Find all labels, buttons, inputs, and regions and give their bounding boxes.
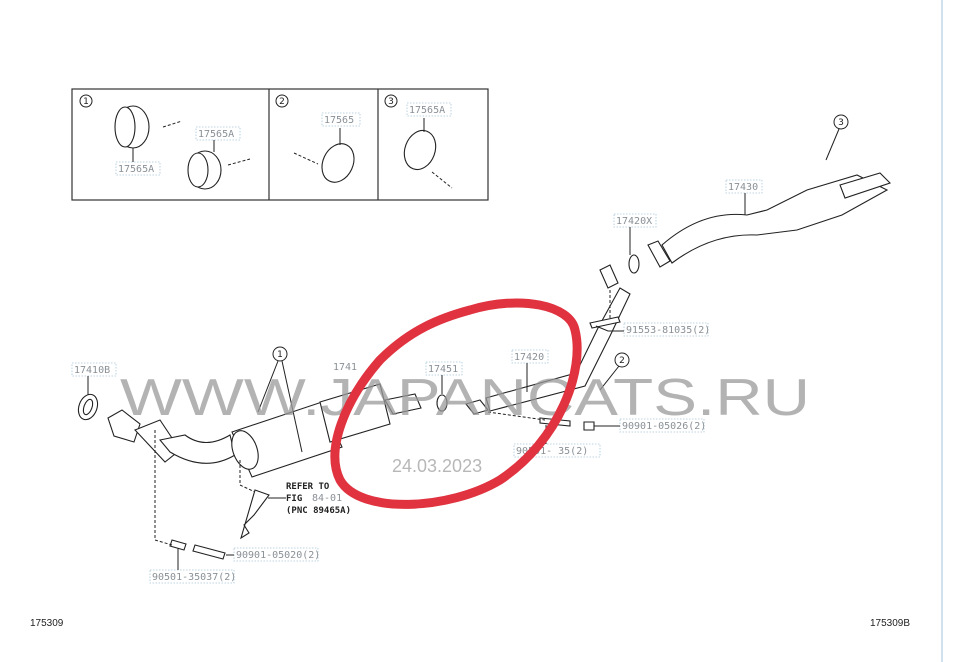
callout-number: 3 (838, 118, 844, 128)
bolt-91553 (589, 316, 621, 329)
hanger-rubber-face (187, 152, 209, 188)
hanger-rubber (321, 143, 355, 183)
part-label-90901-05026[interactable]: 90901-05026(2) (622, 421, 706, 432)
part-label[interactable]: 17565A (118, 164, 154, 175)
inset-panels: 1 17565A 17565A 2 17565 3 (71, 88, 489, 201)
refer-note-line: REFER TO (286, 482, 330, 492)
watermark: WWW.JAPANCATS.RU (120, 369, 810, 427)
center-pipe-17420 (485, 287, 631, 412)
refer-note: REFER TO FIG 84-01 (PNC 89465A) (268, 482, 351, 516)
part-labels: 17410B 1741 17451 17420 17420X 17430 915… (71, 179, 763, 584)
gasket-17451 (436, 394, 448, 412)
callout-3 (833, 114, 849, 130)
spring-90501 (169, 539, 187, 551)
panel-number: 3 (388, 97, 394, 107)
part-label-17420[interactable]: 17420 (514, 352, 544, 363)
front-flange (107, 409, 141, 443)
panel-number: 2 (279, 97, 285, 107)
bolt-90901 (192, 544, 226, 560)
callout-1 (272, 346, 288, 362)
hanger-rubber-face (114, 106, 136, 148)
callouts: 1 2 3 (257, 114, 849, 453)
inset-panel-3: 3 17565A (384, 94, 453, 189)
highlight-circle (330, 298, 582, 509)
pipe-flange (465, 399, 489, 415)
figure-code-left: 175309 (30, 618, 64, 629)
part-label[interactable]: 17565A (198, 129, 234, 140)
part-label-91553-81035[interactable]: 91553-81035(2) (626, 325, 710, 336)
part-label-17430[interactable]: 17430 (728, 182, 758, 193)
nut (583, 421, 595, 431)
tail-pipe-muffler-17430 (661, 174, 889, 264)
part-label-90501[interactable]: 90501- 35(2) (516, 446, 588, 457)
refer-note-line: (PNC 89465A) (286, 506, 351, 516)
gasket-17420x (628, 254, 640, 274)
part-label-17420x[interactable]: 17420X (616, 216, 652, 227)
oxygen-sensor (240, 489, 270, 540)
part-label-17410[interactable]: 1741 (333, 362, 357, 373)
panel-number: 1 (83, 97, 89, 107)
inset-panel-1: 1 17565A 17565A (79, 94, 251, 190)
part-label-90501-35037[interactable]: 90501-35037(2) (152, 572, 236, 583)
front-exhaust-pipe (77, 172, 892, 560)
refer-note-line: FIG (286, 494, 302, 504)
part-label-17410b[interactable]: 17410B (74, 365, 110, 376)
part-label-90901-05020[interactable]: 90901-05020(2) (236, 550, 320, 561)
hanger-rubber (403, 129, 437, 171)
callout-number: 2 (619, 356, 625, 366)
refer-fig-link[interactable]: 84-01 (312, 493, 342, 504)
inset-panel-2: 2 17565 (275, 94, 361, 183)
part-label[interactable]: 17565A (409, 105, 445, 116)
part-label-17451[interactable]: 17451 (428, 364, 458, 375)
figure-code-right: 175309B (870, 618, 910, 629)
callout-2 (614, 352, 630, 368)
part-label[interactable]: 17565 (324, 115, 354, 126)
watermark-date: 24.03.2023 (392, 456, 482, 476)
callout-number: 1 (277, 350, 283, 360)
